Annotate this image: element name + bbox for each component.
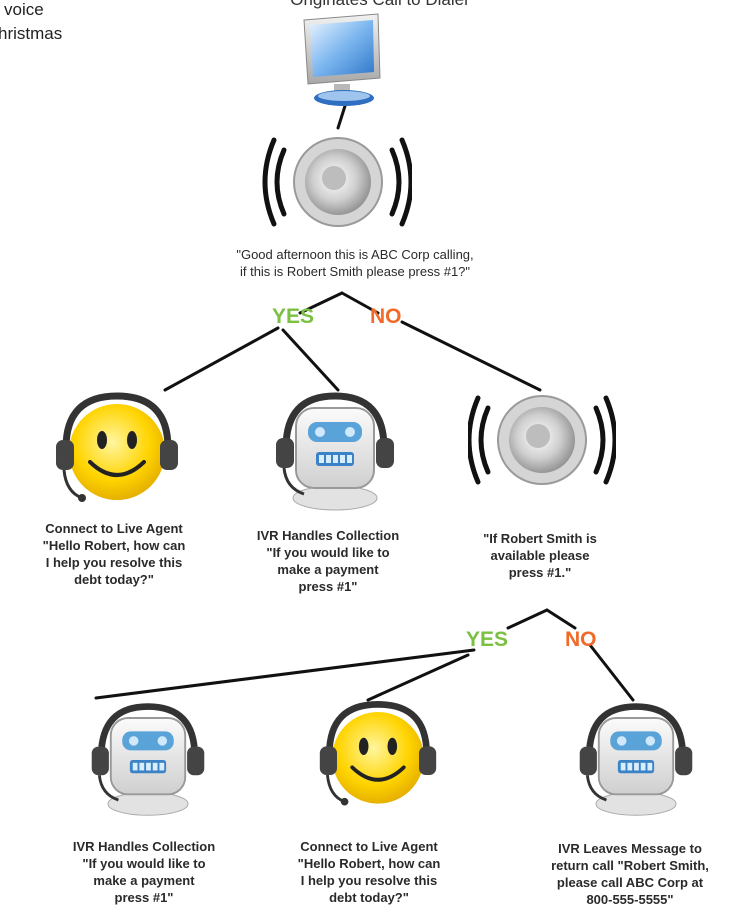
ivr-leaves-message-caption: IVR Leaves Message to return call "Rober…	[551, 841, 709, 907]
line-to-live-agent-1	[163, 326, 280, 392]
line-split1-right	[340, 291, 380, 315]
robot-headset-icon-2	[91, 703, 205, 816]
branch-2-no-label: NO	[565, 628, 597, 651]
branch-1-no-label: NO	[370, 305, 402, 328]
computer-monitor-icon	[303, 13, 381, 106]
line-monitor-speaker	[336, 104, 347, 130]
line-to-live-agent-2	[366, 653, 470, 702]
speaker-icon	[262, 137, 412, 227]
ivr-collection-2-caption: IVR Handles Collection "If you would lik…	[72, 839, 216, 905]
smiley-headset-icon-2	[319, 701, 437, 806]
robot-headset-icon	[276, 392, 394, 511]
line-split2-right	[545, 608, 577, 630]
question-1-text: "Good afternoon this is ABC Corp calling…	[236, 247, 474, 279]
line-to-ivr-message	[588, 643, 635, 702]
line-split1-left	[298, 291, 344, 315]
line-split2-left	[506, 608, 549, 630]
live-agent-1-caption: Connect to Live Agent "Hello Robert, how…	[42, 521, 186, 587]
robot-headset-icon-3	[579, 703, 693, 816]
speaker-icon-2	[468, 395, 616, 485]
line-to-speaker-2	[400, 320, 542, 392]
branch-2-yes-label: YES	[466, 628, 509, 651]
robert-available-caption: "If Robert Smith is available please pre…	[483, 531, 597, 580]
corner-label-voice: voice	[4, 0, 44, 19]
smiley-headset-icon	[56, 392, 178, 502]
diagram-title: Originates Call to Dialer	[120, 0, 640, 10]
ivr-collection-1-caption: IVR Handles Collection "If you would lik…	[256, 528, 400, 594]
line-to-ivr-collect-1	[281, 328, 340, 392]
live-agent-2-caption: Connect to Live Agent "Hello Robert, how…	[297, 839, 441, 905]
branch-1-yes-label: YES	[272, 305, 315, 328]
line-to-ivr-collect-2	[94, 648, 476, 700]
corner-label-christmas: hristmas	[0, 24, 63, 43]
